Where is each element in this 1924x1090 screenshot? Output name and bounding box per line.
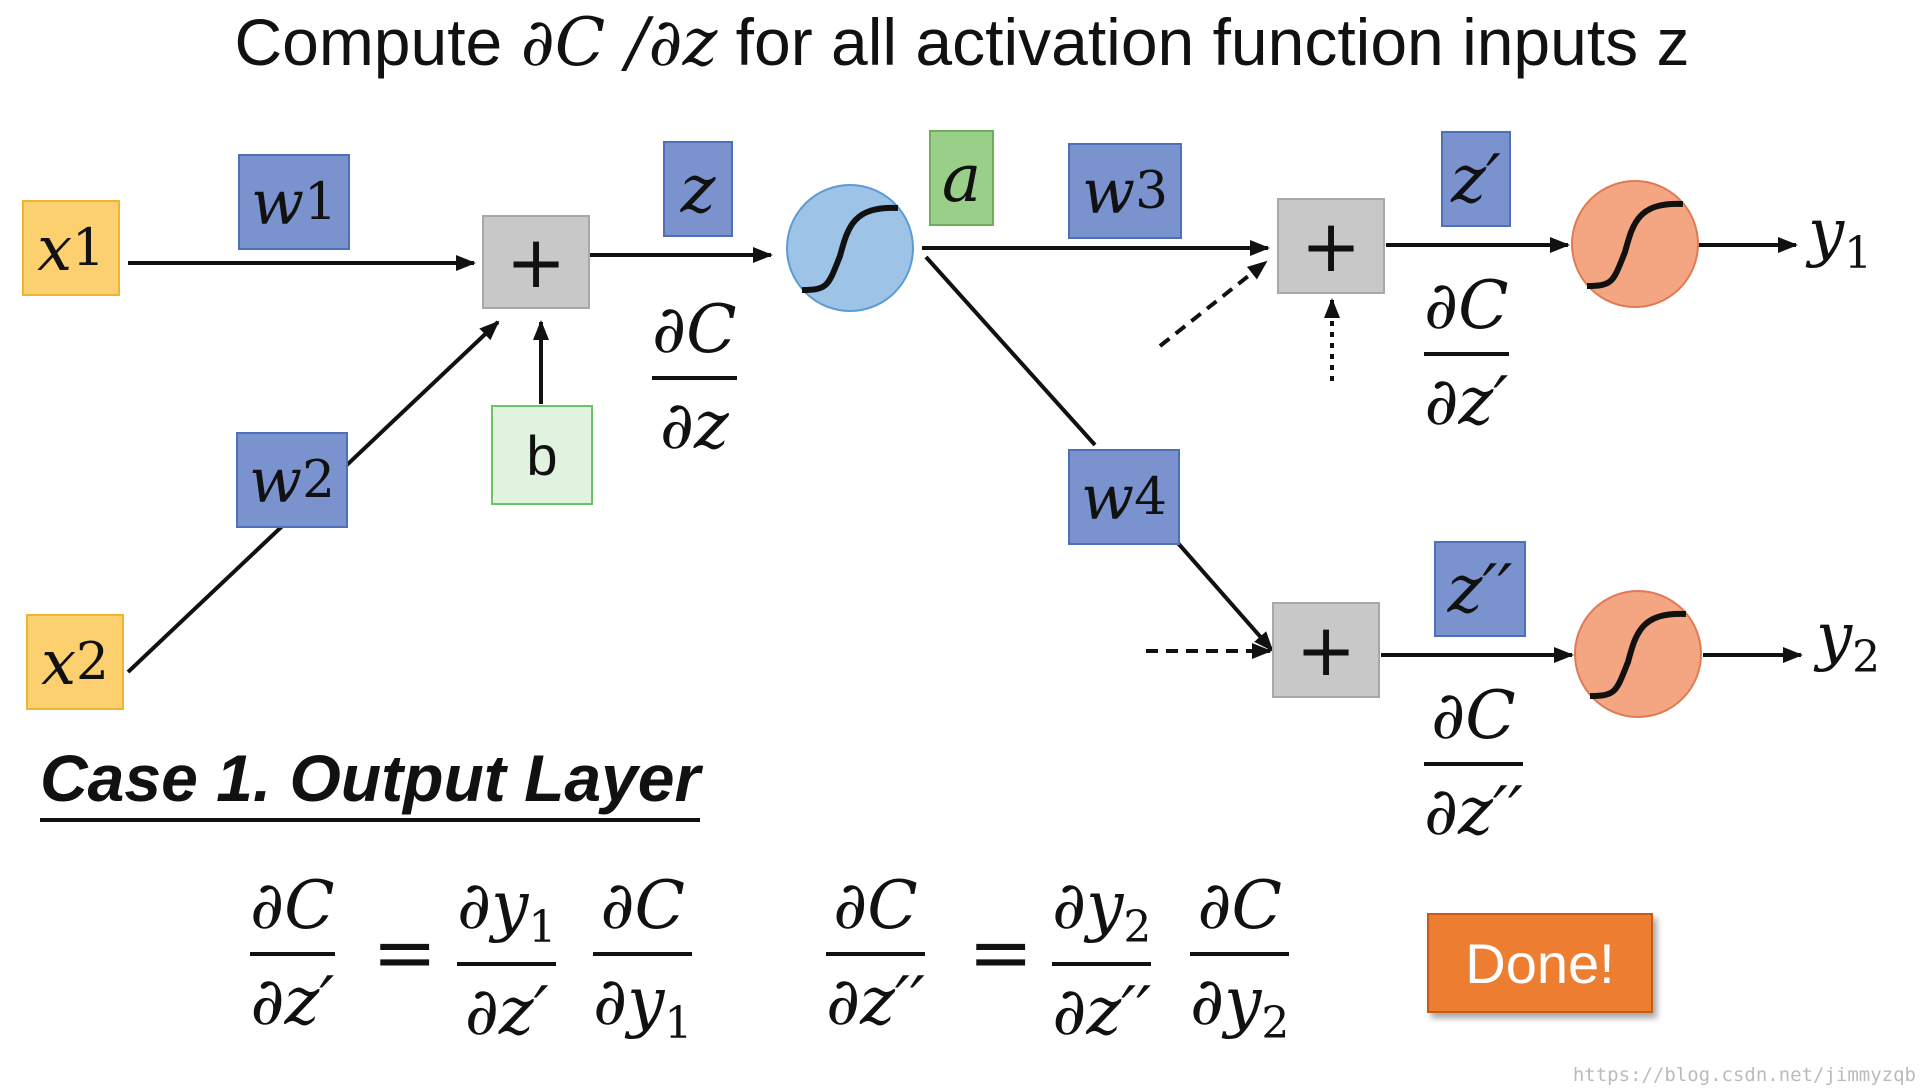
eq2-factor-1: ∂y2∂z′′ <box>1052 867 1152 1050</box>
sum-node-hidden: + <box>482 215 590 309</box>
eq1-lhs: ∂C∂z′ <box>250 867 335 1040</box>
sum-node-output1: + <box>1277 198 1385 294</box>
gradient-dC-dz-dprime: ∂C∂z′′ <box>1424 677 1523 850</box>
sigmoid-icon <box>1589 610 1687 699</box>
hidden-neuron <box>786 184 914 312</box>
output-y2: y2 <box>1816 600 1881 683</box>
done-button[interactable]: Done! <box>1427 913 1653 1013</box>
a-box: a <box>929 130 994 226</box>
bias-box: b <box>491 405 593 505</box>
watermark: https://blog.csdn.net/jimmyzqb <box>1572 1064 1916 1086</box>
eq2-factor-2: ∂C∂y2 <box>1190 867 1290 1050</box>
page-title: Compute ∂C /∂z for all activation functi… <box>234 4 1690 81</box>
sigmoid-icon <box>1586 200 1684 289</box>
output-y1: y1 <box>1808 196 1873 279</box>
eq2-lhs: ∂C∂z′′ <box>826 867 925 1040</box>
z-dprime-box: z′′ <box>1434 541 1526 637</box>
sigmoid-icon <box>801 204 899 293</box>
eq1-factor-1: ∂y1∂z′ <box>457 867 557 1050</box>
edge-w4-sum2 <box>1175 540 1274 652</box>
eq1-factor-2: ∂C∂y1 <box>593 867 693 1050</box>
case-heading: Case 1. Output Layer <box>40 740 701 822</box>
sum-node-output2: + <box>1272 602 1380 698</box>
z-box: z <box>663 141 733 237</box>
edge-a-w4 <box>924 255 1097 447</box>
z-prime-box: z′ <box>1441 131 1511 227</box>
eq2-equals: = <box>968 908 1034 998</box>
title-math: ∂C /∂z <box>520 4 718 81</box>
gradient-dC-dz: ∂C∂z <box>652 291 737 464</box>
edge-dashed-sum1 <box>1158 260 1268 348</box>
output-neuron-2 <box>1574 590 1702 718</box>
eq1-equals: = <box>372 908 438 998</box>
gradient-dC-dz-prime: ∂C∂z′ <box>1424 267 1509 440</box>
output-neuron-1 <box>1571 180 1699 308</box>
